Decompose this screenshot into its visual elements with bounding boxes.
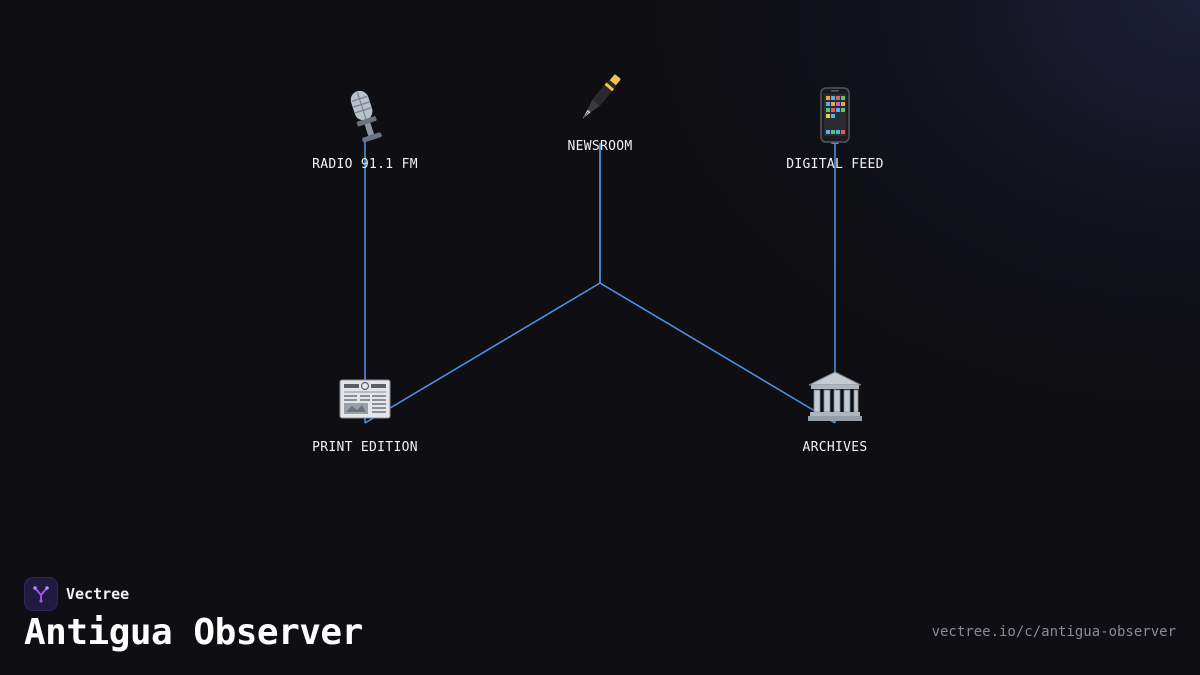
branching-tree-icon: [24, 577, 58, 611]
page-url[interactable]: vectree.io/c/antigua-observer: [931, 624, 1176, 640]
brand[interactable]: Vectree: [24, 577, 129, 611]
page-title: Antigua Observer: [24, 612, 363, 653]
classical-building-icon: [805, 368, 865, 428]
brand-name: Vectree: [66, 585, 130, 603]
edge-newsroom-to-print: [364, 143, 601, 424]
node-label-radio: RADIO 91.1 FM: [312, 157, 418, 172]
fountain-pen-icon: [570, 68, 630, 128]
node-label-archives: ARCHIVES: [802, 440, 868, 455]
node-label-print-edition: PRINT EDITION: [312, 440, 418, 455]
microphone-icon: [335, 86, 395, 146]
node-label-newsroom: NEWSROOM: [567, 139, 633, 154]
newspaper-icon: [335, 368, 395, 428]
edge-newsroom-to-archives: [599, 143, 836, 424]
node-label-digital-feed: DIGITAL FEED: [786, 157, 884, 172]
mobile-phone-icon: [805, 86, 865, 146]
